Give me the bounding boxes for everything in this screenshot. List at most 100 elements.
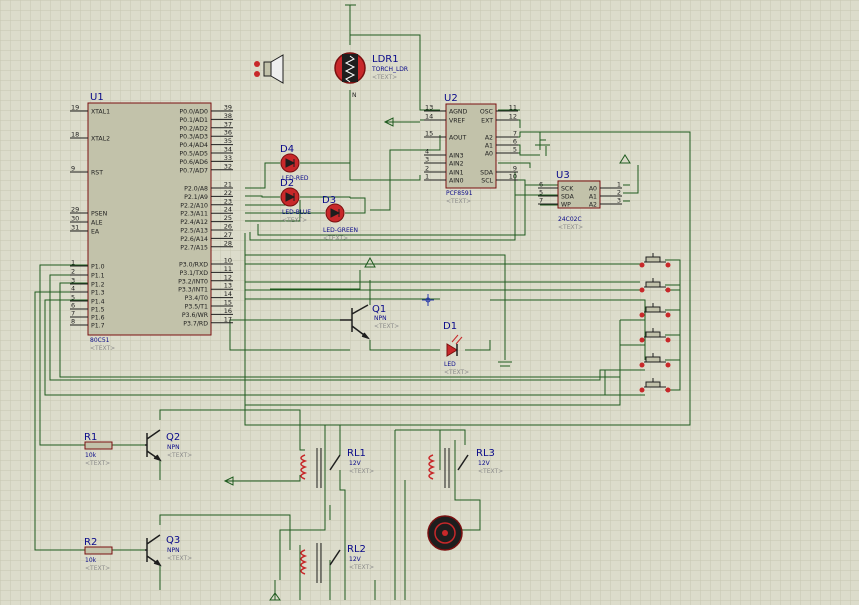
ldr1-sensor[interactable]: LDR1 TORCH_LDR <TEXT> N xyxy=(334,52,408,99)
push-button-5[interactable] xyxy=(639,353,671,368)
push-button-4[interactable] xyxy=(639,328,671,343)
push-button-3[interactable] xyxy=(639,303,671,318)
pin-label: RST xyxy=(91,170,103,177)
pin-label: P1.1 xyxy=(91,273,105,280)
push-button-6[interactable] xyxy=(639,378,671,393)
r2-resistor[interactable]: R2 10k <TEXT> xyxy=(84,537,113,572)
q1-transistor[interactable]: Q1 NPN <TEXT> xyxy=(340,304,399,340)
u1-pin-4[interactable]: 4P1.3 xyxy=(70,285,105,297)
pin-label: AIN0 xyxy=(449,178,464,185)
pin-label: P1.4 xyxy=(91,299,105,306)
led-d2-blue[interactable]: D2 LED-BLUE <TEXT> xyxy=(280,178,311,224)
u1-pin-2[interactable]: 2P1.1 xyxy=(70,268,105,280)
pin-label: SCK xyxy=(561,186,574,193)
u2-pin-5[interactable]: 5A0 xyxy=(485,146,518,158)
u1-pin-8[interactable]: 8P1.7 xyxy=(70,318,105,330)
led-d4-red[interactable]: D4 LED-RED xyxy=(280,144,309,182)
pin-number: 3 xyxy=(71,277,75,285)
u3-pin-1[interactable]: 1A0 xyxy=(589,181,622,193)
pin-label: P2.0/A8 xyxy=(184,186,208,193)
pin-number: 7 xyxy=(71,310,75,318)
relay-rl3[interactable]: RL3 12V <TEXT> xyxy=(428,448,503,488)
push-button-2[interactable] xyxy=(639,278,671,293)
u1-pin-7[interactable]: 7P1.6 xyxy=(70,310,105,322)
u2-pin-7[interactable]: 7A2 xyxy=(485,130,518,142)
relay-rl1[interactable]: RL1 12V <TEXT> xyxy=(300,448,374,488)
d1-text-placeholder: <TEXT> xyxy=(444,369,469,376)
u1-pin-6[interactable]: 6P1.5 xyxy=(70,302,105,314)
speaker-icon[interactable] xyxy=(254,54,284,84)
u3-pin-3[interactable]: 3A2 xyxy=(589,197,622,209)
pin-number: 2 xyxy=(425,165,429,173)
u1-pin-1[interactable]: 1P1.0 xyxy=(70,259,105,271)
u1-microcontroller[interactable]: U1 80C51 <TEXT> 19XTAL118XTAL29RST29PSEN… xyxy=(70,92,233,352)
led-d1[interactable]: D1 LED <TEXT> xyxy=(443,321,469,376)
u1-pin-3[interactable]: 3P1.2 xyxy=(70,277,105,289)
u3-pin-2[interactable]: 2A1 xyxy=(589,189,622,201)
push-button-1[interactable] xyxy=(639,253,671,268)
pin-label: A2 xyxy=(485,135,493,142)
pin-number: 10 xyxy=(509,173,517,181)
q3-part-label: NPN xyxy=(167,547,180,554)
r1-resistor[interactable]: R1 10k <TEXT> xyxy=(84,432,113,467)
q3-transistor[interactable]: Q3 NPN <TEXT> xyxy=(145,534,192,567)
pin-label: WP xyxy=(561,202,571,209)
r2-text-placeholder: <TEXT> xyxy=(85,565,110,572)
u1-pin-5[interactable]: 5P1.4 xyxy=(70,294,105,306)
led-d3-green[interactable]: D3 LED-GREEN <TEXT> xyxy=(322,195,358,242)
pin-number: 26 xyxy=(224,223,232,231)
relay-rl2[interactable]: RL2 12V <TEXT> xyxy=(300,543,374,583)
pin-number: 4 xyxy=(425,148,429,156)
motor-icon[interactable] xyxy=(427,515,463,551)
u2-adc[interactable]: U2 PCF8591 <TEXT> 13AGND14VREF15AOUT4AIN… xyxy=(424,93,518,205)
u3-pin-7[interactable]: 7WP xyxy=(538,197,571,209)
q2-transistor[interactable]: Q2 NPN <TEXT> xyxy=(145,429,192,462)
u2-pin-6[interactable]: 6A1 xyxy=(485,138,518,150)
